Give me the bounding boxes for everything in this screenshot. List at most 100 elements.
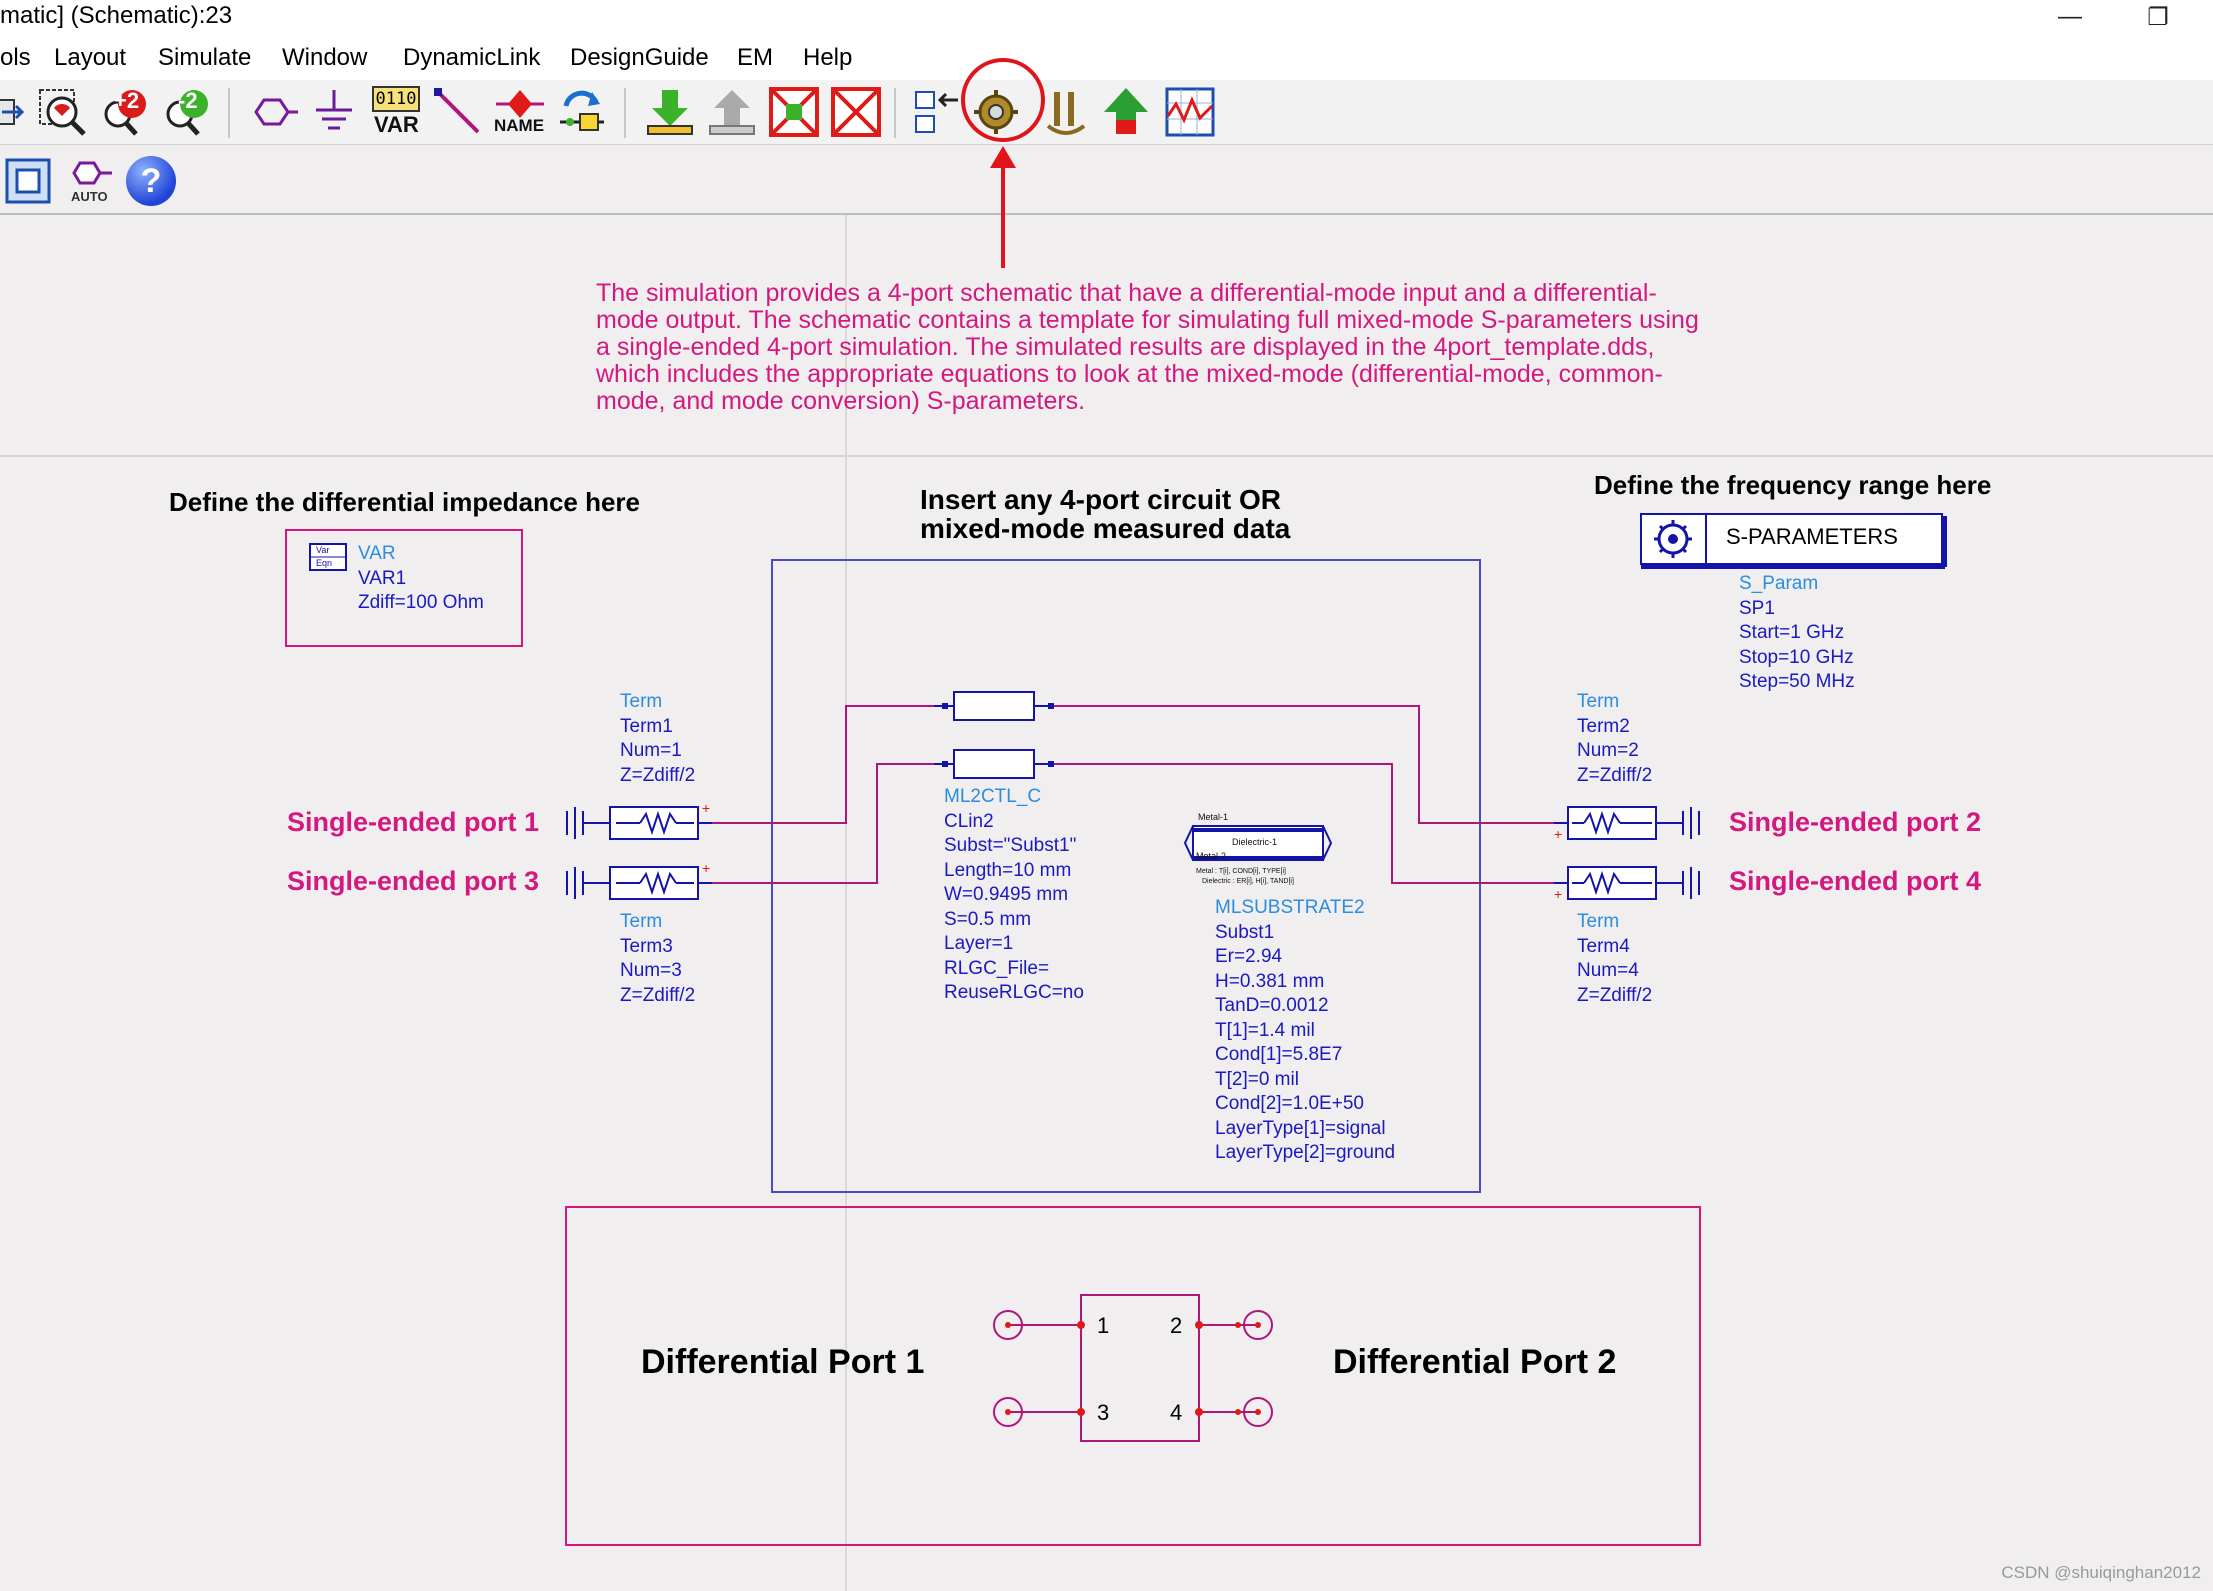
annotation-text: The simulation provides a 4-port schemat… bbox=[596, 279, 1699, 415]
watermark: CSDN @shuiqinghan2012 bbox=[2001, 1563, 2201, 1582]
pop-out-icon[interactable] bbox=[706, 86, 758, 138]
name-icon[interactable]: NAME bbox=[494, 86, 546, 138]
substrate-line: LayerType[1]=signal bbox=[1215, 1117, 1386, 1139]
term-line: Term bbox=[1577, 911, 1620, 932]
circuit-box bbox=[771, 559, 1481, 1193]
tuning-icon[interactable] bbox=[970, 86, 1022, 138]
var-line: Zdiff=100 Ohm bbox=[358, 592, 484, 613]
zoom-in-icon[interactable]: +2 bbox=[98, 86, 150, 138]
term-line: Term1 bbox=[620, 715, 673, 737]
var-label: VAR bbox=[374, 112, 419, 137]
term-line: Num=4 bbox=[1577, 960, 1639, 981]
minimize-button[interactable]: — bbox=[2058, 3, 2082, 30]
plus-marker: + bbox=[702, 860, 711, 876]
term-line: Term bbox=[1577, 691, 1620, 712]
zoom-area-icon[interactable] bbox=[36, 86, 88, 138]
help-icon[interactable]: ? bbox=[126, 156, 176, 206]
sparam-line: Start=1 GHz bbox=[1739, 622, 1845, 643]
name-label: NAME bbox=[494, 116, 545, 135]
auto-label: AUTO bbox=[71, 189, 108, 204]
wires bbox=[704, 705, 1568, 884]
tune-icon[interactable] bbox=[1040, 86, 1092, 138]
restore-button[interactable]: ❐ bbox=[2147, 3, 2169, 31]
diff-port-1-label: Differential Port 1 bbox=[641, 1343, 925, 1381]
term-line: Term3 bbox=[620, 935, 673, 957]
substrate-line: T[2]=0 mil bbox=[1215, 1068, 1299, 1090]
auto-place-icon[interactable]: AUTO bbox=[66, 155, 114, 207]
push-into-icon[interactable] bbox=[644, 86, 696, 138]
term-line: Z=Zdiff/2 bbox=[620, 984, 696, 1006]
sparam-line: SP1 bbox=[1739, 597, 1775, 619]
clin-line: ReuseRLGC=no bbox=[944, 982, 1084, 1003]
menu-window[interactable]: Window bbox=[282, 44, 368, 71]
diff-port-2-label: Differential Port 2 bbox=[1333, 1343, 1617, 1381]
menu-bar: ols Layout Simulate Window DynamicLink D… bbox=[0, 40, 2213, 80]
menu-designguide[interactable]: DesignGuide bbox=[570, 44, 709, 71]
sparam-label[interactable]: S-PARAMETERS bbox=[1726, 524, 1898, 549]
port-label-2: Single-ended port 2 bbox=[1729, 807, 1982, 837]
clin-params[interactable]: ML2CTL_C CLin2 Subst="Subst1" Length=10 … bbox=[944, 785, 1084, 1006]
term3-symbol bbox=[566, 866, 712, 900]
substrate-foot2: Dielectric : ER[i], H[i], TAND[i] bbox=[1202, 878, 1294, 885]
menu-dynamiclink[interactable]: DynamicLink bbox=[403, 44, 541, 71]
sparam-gear-icon bbox=[1654, 520, 1692, 558]
term2-params[interactable]: Term Term2 Num=2 Z=Zdiff/2 bbox=[1577, 690, 1652, 788]
term4-params[interactable]: Term Term4 Num=4 Z=Zdiff/2 bbox=[1577, 910, 1652, 1008]
menu-help[interactable]: Help bbox=[803, 44, 853, 71]
wire-icon[interactable] bbox=[432, 86, 484, 138]
term2-symbol bbox=[1554, 806, 1700, 840]
substrate-line: Cond[1]=5.8E7 bbox=[1215, 1044, 1343, 1065]
pan-icon[interactable] bbox=[0, 86, 26, 138]
title-bar: matic] (Schematic):23 — ❐ bbox=[0, 0, 2213, 40]
deactivate-icon[interactable] bbox=[768, 86, 820, 138]
term1-params[interactable]: Term Term1 Num=1 Z=Zdiff/2 bbox=[620, 690, 695, 788]
secondary-toolbar: AUTO ? bbox=[0, 145, 2213, 215]
var-params[interactable]: VAR VAR1 Zdiff=100 Ohm bbox=[358, 542, 484, 616]
term-line: Num=1 bbox=[620, 740, 682, 761]
toolbar-separator bbox=[624, 88, 626, 138]
simulate-icon[interactable] bbox=[556, 86, 608, 138]
substrate-icon bbox=[1183, 825, 1333, 861]
var-line: VAR1 bbox=[358, 567, 407, 589]
port-icon[interactable] bbox=[246, 86, 298, 138]
menu-simulate[interactable]: Simulate bbox=[158, 44, 252, 71]
term-line: Term bbox=[620, 911, 663, 932]
substrate-line: Er=2.94 bbox=[1215, 946, 1283, 967]
hierarchy-icon[interactable] bbox=[910, 86, 962, 138]
short-icon[interactable] bbox=[830, 86, 882, 138]
toolbar-separator bbox=[894, 88, 896, 138]
sparam-line: S_Param bbox=[1739, 573, 1819, 594]
diff-port-box bbox=[565, 1206, 1701, 1546]
var-icon-top: Var bbox=[316, 545, 330, 555]
var-box bbox=[285, 529, 523, 647]
plus-marker: + bbox=[1554, 826, 1563, 842]
term-line: Num=2 bbox=[1577, 740, 1639, 761]
ground-icon[interactable] bbox=[308, 86, 360, 138]
substrate-line: LayerType[2]=ground bbox=[1215, 1142, 1396, 1163]
zoom-out-icon[interactable]: -2 bbox=[160, 86, 212, 138]
zoom-out-label: -2 bbox=[178, 88, 198, 113]
clin-line: S=0.5 mm bbox=[944, 908, 1032, 930]
sparam-params[interactable]: S_Param SP1 Start=1 GHz Stop=10 GHz Step… bbox=[1739, 572, 1855, 695]
substrate-foot1: Metal : T[i], COND[i], TYPE[i] bbox=[1196, 868, 1286, 875]
main-toolbar: +2 -2 0110 VAR NAME bbox=[0, 80, 2213, 145]
substrate-dielectric: Dielectric-1 bbox=[1232, 837, 1278, 847]
pin-4-label: 4 bbox=[1170, 1400, 1183, 1425]
term4-symbol bbox=[1554, 866, 1700, 900]
term3-params[interactable]: Term Term3 Num=3 Z=Zdiff/2 bbox=[620, 910, 695, 1008]
var-eqn-icon[interactable]: 0110 VAR bbox=[370, 86, 422, 138]
clin-line: Length=10 mm bbox=[944, 859, 1072, 881]
circuit-header-line1: Insert any 4-port circuit OR bbox=[920, 484, 1281, 515]
component-library-icon[interactable] bbox=[4, 157, 52, 205]
substrate-line: MLSUBSTRATE2 bbox=[1215, 897, 1365, 918]
circuit-header-line2: mixed-mode measured data bbox=[920, 513, 1291, 544]
highlight-arrow-head bbox=[990, 146, 1016, 168]
menu-em[interactable]: EM bbox=[737, 44, 773, 71]
frequency-header: Define the frequency range here bbox=[1594, 470, 1992, 500]
data-display-icon[interactable] bbox=[1164, 86, 1216, 138]
term-line: Z=Zdiff/2 bbox=[620, 764, 696, 786]
menu-layout[interactable]: Layout bbox=[54, 44, 127, 71]
generate-icon[interactable] bbox=[1100, 86, 1152, 138]
substrate-params[interactable]: MLSUBSTRATE2 Subst1 Er=2.94 H=0.381 mm T… bbox=[1215, 896, 1395, 1166]
menu-tools[interactable]: ols bbox=[0, 44, 31, 71]
